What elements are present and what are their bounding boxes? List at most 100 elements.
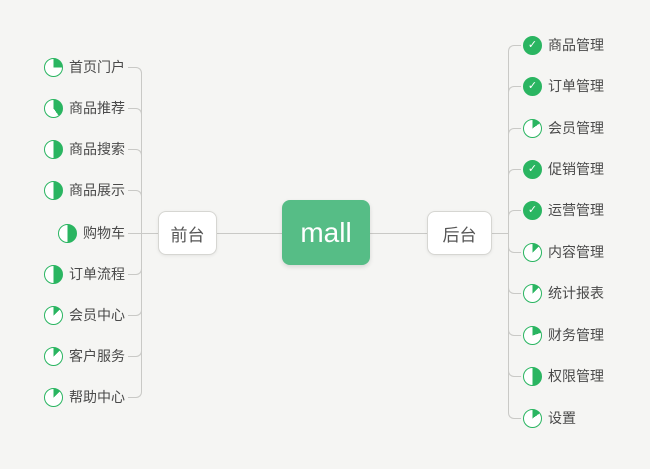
node-label: 内容管理: [548, 244, 604, 260]
connector-line: [514, 210, 521, 211]
node-item[interactable]: 会员管理: [523, 118, 604, 138]
node-item[interactable]: 设置: [523, 408, 576, 428]
node-label: 订单管理: [548, 78, 604, 94]
progress-icon: [523, 325, 542, 345]
branch-node-label: 前台: [170, 225, 205, 245]
node-item[interactable]: 财务管理: [523, 325, 604, 345]
progress-icon: [44, 264, 63, 284]
node-label: 设置: [548, 410, 576, 426]
connector-corner: [508, 247, 514, 253]
connector-line: [142, 233, 158, 234]
connector-line: [514, 376, 521, 377]
connector-line: [128, 149, 136, 150]
branch-node-back[interactable]: 后台: [427, 211, 492, 255]
progress-icon: [44, 139, 63, 159]
node-label: 统计报表: [548, 285, 604, 301]
root-node[interactable]: mall: [282, 200, 370, 265]
node-item[interactable]: 商品推荐: [44, 98, 125, 118]
connector-line: [128, 233, 142, 234]
connector-corner: [508, 86, 514, 92]
progress-icon: [44, 387, 63, 407]
progress-icon: [44, 305, 63, 325]
node-item[interactable]: 首页门户: [44, 57, 125, 77]
check-icon: ✓: [523, 200, 542, 220]
connector-corner: [136, 67, 142, 73]
connector-line: [514, 86, 521, 87]
connector-line: [128, 274, 136, 275]
check-icon: ✓: [523, 35, 542, 55]
node-item[interactable]: 购物车: [58, 223, 125, 243]
connector-line: [370, 233, 427, 234]
connector-line: [128, 190, 136, 191]
right-branch-spine: [508, 51, 509, 413]
node-item[interactable]: 商品搜索: [44, 139, 125, 159]
connector-line: [514, 335, 521, 336]
node-item[interactable]: ✓ 促销管理: [523, 159, 604, 179]
connector-corner: [508, 210, 514, 216]
connector-corner: [508, 371, 514, 377]
connector-corner: [508, 128, 514, 134]
node-item[interactable]: ✓ 订单管理: [523, 76, 604, 96]
node-label: 财务管理: [548, 327, 604, 343]
branch-node-front[interactable]: 前台: [158, 211, 217, 255]
check-icon: ✓: [523, 76, 542, 96]
connector-line: [514, 418, 521, 419]
node-label: 会员管理: [548, 120, 604, 136]
connector-line: [514, 128, 521, 129]
node-item[interactable]: 商品展示: [44, 180, 125, 200]
progress-icon: [44, 346, 63, 366]
left-branch-spine: [141, 73, 142, 392]
connector-line: [514, 252, 521, 253]
node-label: 购物车: [83, 225, 125, 241]
node-label: 客户服务: [69, 348, 125, 364]
progress-icon: [58, 223, 77, 243]
progress-icon: [523, 283, 542, 303]
connector-line: [128, 108, 136, 109]
node-item[interactable]: 帮助中心: [44, 387, 125, 407]
node-item[interactable]: 权限管理: [523, 366, 604, 386]
connector-corner: [136, 392, 142, 398]
connector-corner: [508, 169, 514, 175]
node-item[interactable]: 订单流程: [44, 264, 125, 284]
progress-icon: [44, 180, 63, 200]
node-label: 商品管理: [548, 37, 604, 53]
connector-line: [492, 233, 508, 234]
connector-corner: [508, 413, 514, 419]
branch-node-label: 后台: [442, 225, 477, 245]
node-item[interactable]: ✓ 商品管理: [523, 35, 604, 55]
root-node-label: mall: [300, 216, 352, 248]
connector-line: [128, 315, 136, 316]
connector-corner: [508, 330, 514, 336]
check-icon: ✓: [523, 159, 542, 179]
connector-corner: [508, 45, 514, 51]
connector-line: [128, 356, 136, 357]
connector-corner: [508, 288, 514, 294]
node-item[interactable]: 客户服务: [44, 346, 125, 366]
progress-icon: [523, 408, 542, 428]
node-item[interactable]: 会员中心: [44, 305, 125, 325]
node-label: 帮助中心: [69, 389, 125, 405]
connector-line: [128, 67, 136, 68]
node-label: 商品展示: [69, 182, 125, 198]
connector-line: [514, 45, 521, 46]
node-label: 首页门户: [69, 59, 125, 75]
node-label: 商品搜索: [69, 141, 125, 157]
node-item[interactable]: 统计报表: [523, 283, 604, 303]
progress-icon: [44, 57, 63, 77]
node-label: 运营管理: [548, 202, 604, 218]
node-item[interactable]: ✓ 运营管理: [523, 200, 604, 220]
node-item[interactable]: 内容管理: [523, 242, 604, 262]
node-label: 会员中心: [69, 307, 125, 323]
node-label: 订单流程: [69, 266, 125, 282]
progress-icon: [44, 98, 63, 118]
connector-line: [128, 397, 136, 398]
connector-line: [514, 169, 521, 170]
node-label: 权限管理: [548, 368, 604, 384]
progress-icon: [523, 118, 542, 138]
node-label: 促销管理: [548, 161, 604, 177]
node-label: 商品推荐: [69, 100, 125, 116]
progress-icon: [523, 242, 542, 262]
progress-icon: [523, 366, 542, 386]
connector-line: [514, 293, 521, 294]
